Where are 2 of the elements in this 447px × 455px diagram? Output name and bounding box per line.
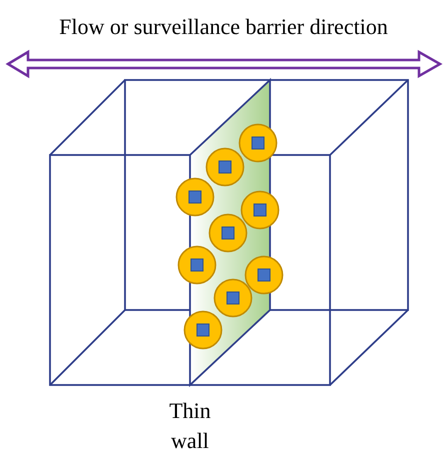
wall-label: Thin wall — [168, 397, 212, 455]
direction-label: Flow or surveillance barrier direction — [58, 13, 389, 41]
